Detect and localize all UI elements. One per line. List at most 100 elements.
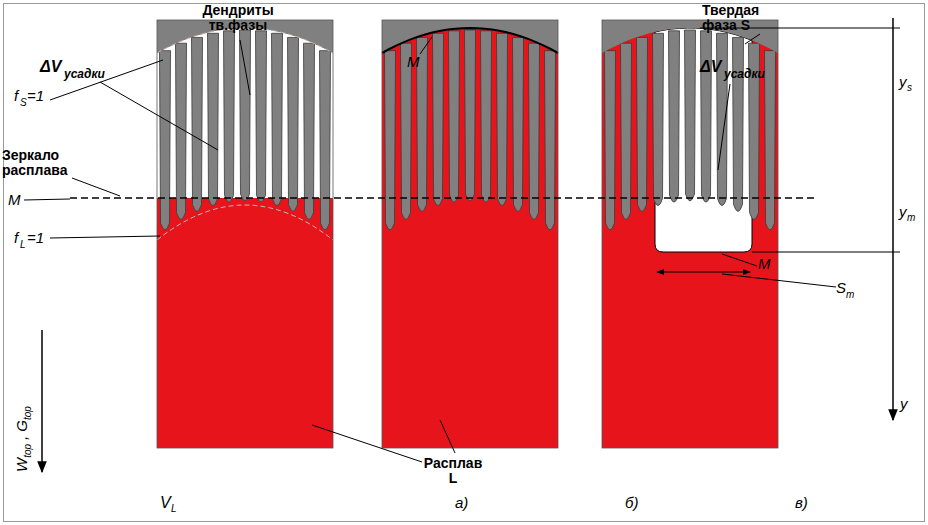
part-label: Зеркало расплава: [2, 148, 78, 179]
symbol: ΔV: [40, 58, 61, 76]
symbol: ,: [13, 436, 30, 440]
dendrite: [433, 33, 444, 205]
dendrite: [481, 31, 492, 202]
symbol-subscript: top: [22, 406, 33, 420]
leader-line: [100, 82, 218, 150]
dendrite: [288, 37, 299, 211]
panels: [157, 20, 778, 448]
symbol-subscript: L: [171, 503, 177, 514]
symbol: y: [899, 74, 907, 91]
dendrite: [272, 33, 283, 205]
symbol-subscript: L: [20, 239, 26, 250]
symbol-subscript: S: [20, 97, 27, 108]
dendrite: [513, 37, 524, 211]
melt-mirror-line: [70, 197, 815, 199]
part-label: Твердая фаза S: [702, 3, 780, 34]
symbol: f: [14, 88, 18, 105]
melt: [602, 20, 778, 448]
axis-label: y: [900, 396, 908, 413]
dendrite: [733, 37, 744, 211]
symbol: M: [758, 256, 771, 273]
dendrite: [160, 51, 171, 230]
shrinkage-cavity: [655, 28, 752, 252]
ingot-panel: [602, 20, 778, 448]
leader-line: [722, 254, 757, 266]
leader-lines: [24, 18, 900, 472]
leader-line: [722, 274, 836, 287]
rotated-label: Wtop, Gtop: [14, 406, 33, 472]
leader-line: [745, 34, 760, 44]
leader-line: [440, 420, 455, 453]
leader-line: [24, 199, 70, 200]
dendrite: [240, 30, 251, 201]
frame: [4, 4, 925, 522]
dendrite: [621, 43, 632, 219]
dimension-line: [657, 272, 750, 273]
dendrite: [497, 33, 508, 205]
panel-letter: в): [795, 495, 808, 512]
symbol-subscript: усадки: [724, 68, 765, 81]
symbol: W: [13, 458, 30, 472]
solid-phase: [382, 20, 558, 53]
symbol-subscript: m: [907, 212, 915, 223]
dendrite: [385, 51, 396, 230]
melt: [382, 20, 558, 448]
panel-outline: [602, 20, 778, 448]
dendrite: [685, 30, 696, 201]
symbol-subscript: m: [846, 289, 854, 300]
dendrite: [529, 43, 540, 219]
dendrite: [653, 33, 664, 205]
symbol: f: [14, 230, 18, 247]
dendrite: [669, 31, 680, 202]
dendrite: [465, 30, 476, 201]
liquidus-curve: [157, 205, 333, 240]
dendrite: [449, 31, 460, 202]
symbol: ΔV: [700, 58, 721, 76]
ingot-panel: [157, 20, 333, 448]
leader-line: [420, 37, 432, 54]
axis-arrow: [892, 18, 894, 420]
symbol-subscript: s: [907, 82, 912, 93]
dendrite: [545, 51, 556, 230]
leader-line: [72, 178, 120, 196]
symbol-subscript: усадки: [64, 68, 105, 81]
symbol: G: [13, 420, 30, 432]
dendrite: [304, 43, 315, 219]
melt-mirror-curve: [382, 28, 558, 53]
dendrite: [637, 37, 648, 211]
symbol: S: [836, 280, 846, 297]
melt: [157, 20, 333, 448]
part-label: Дендриты тв.фазы: [188, 3, 288, 34]
panel-outline: [157, 20, 333, 448]
leader-line: [240, 40, 250, 95]
symbol: =1: [27, 230, 44, 247]
panel-letter: а): [455, 495, 468, 512]
dendrite: [701, 31, 712, 202]
ingot-panel: [382, 20, 558, 448]
panel-letter: б): [625, 495, 638, 512]
level-line: [752, 252, 900, 253]
symbol-subscript: top: [22, 444, 33, 458]
dendrite: [192, 37, 203, 211]
dendrite: [224, 31, 235, 202]
symbol: =1: [27, 88, 44, 105]
panel-outline: [382, 20, 558, 448]
dendrite: [765, 51, 776, 230]
part-label: Расплав L: [418, 456, 488, 487]
dendrite: [605, 51, 616, 230]
leader-line: [50, 60, 163, 100]
dendrite: [320, 51, 331, 230]
dendrite: [208, 33, 219, 205]
solid-phase: [602, 20, 778, 53]
leader-line: [718, 84, 730, 170]
dendrite: [256, 31, 267, 202]
leader-line: [312, 425, 422, 462]
symbol: V: [160, 494, 171, 512]
symbol: M: [8, 192, 21, 209]
symbol: M: [407, 54, 420, 71]
symbol: y: [899, 204, 907, 221]
direction-arrow: [41, 330, 43, 472]
leader-line: [50, 236, 160, 238]
